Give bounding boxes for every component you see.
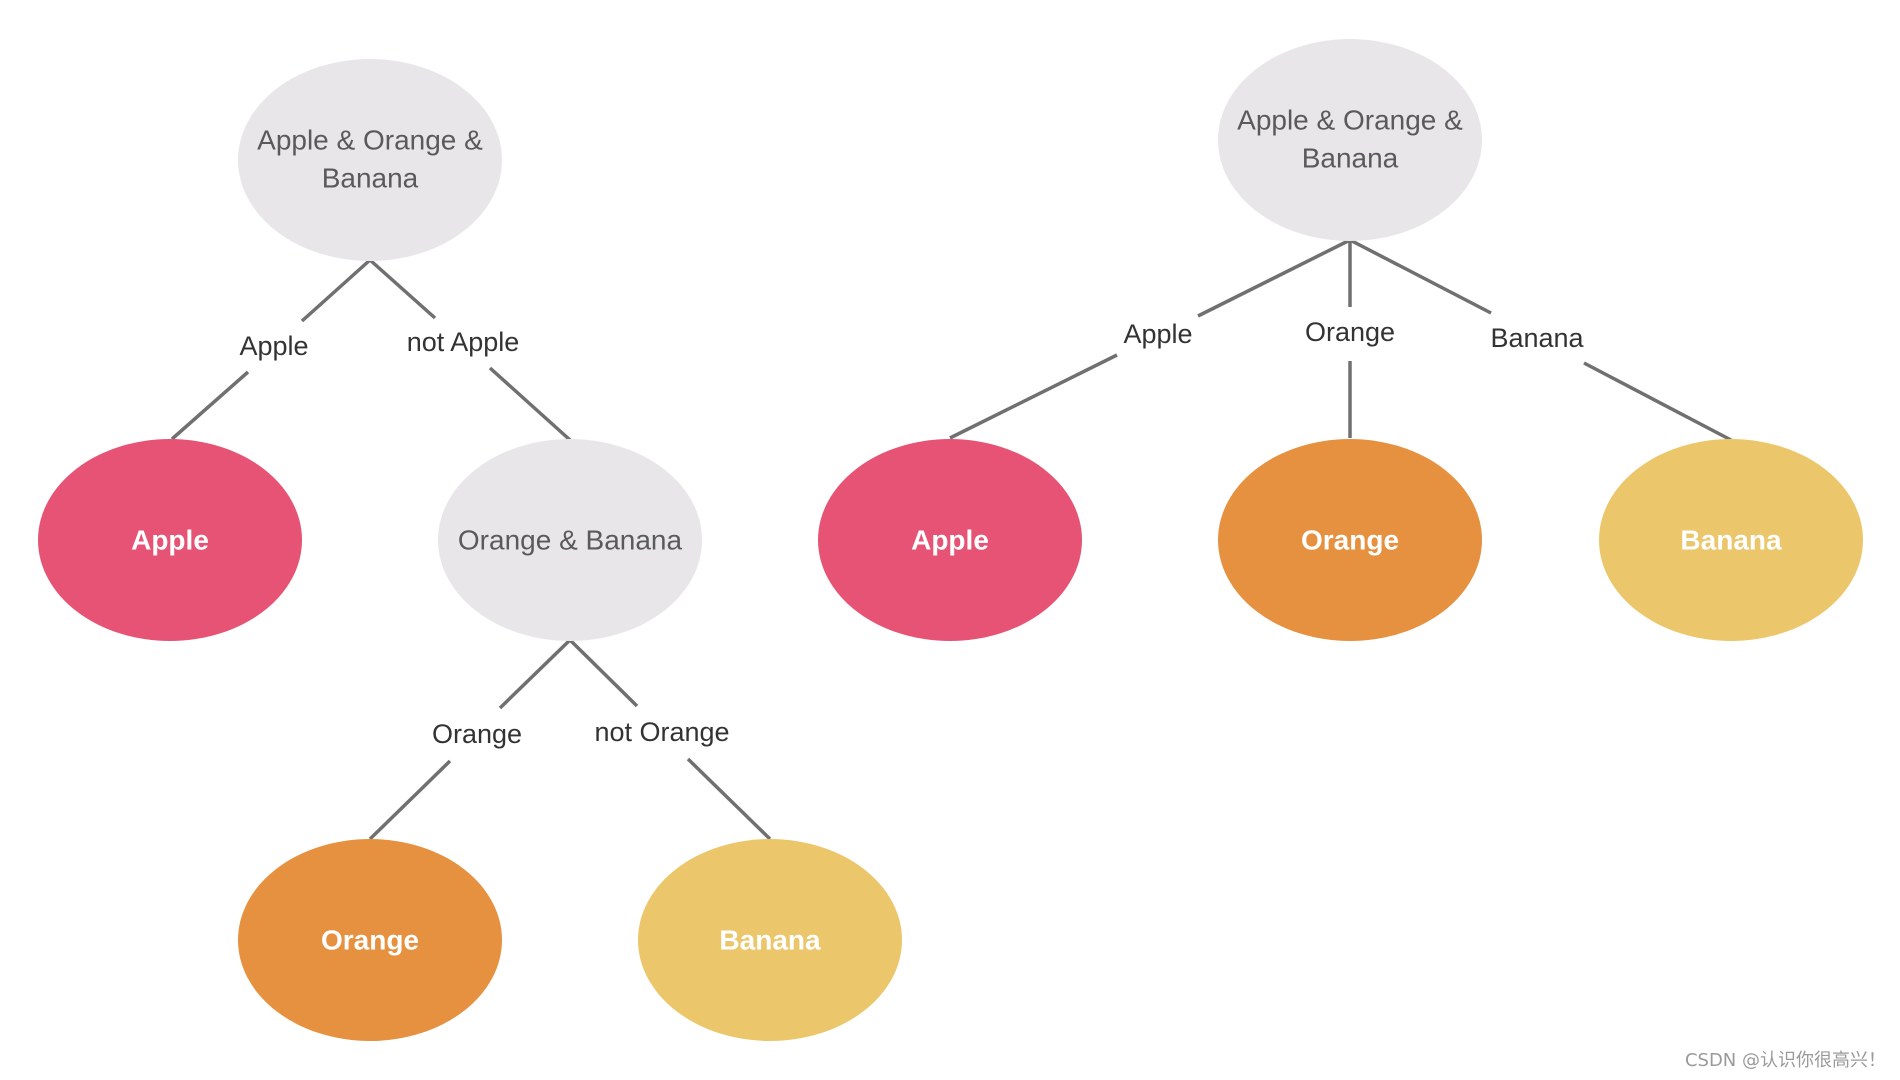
edge-labels: Apple not Apple Orange not Orange Apple … bbox=[239, 317, 1584, 749]
right-root-label-line1: Apple & Orange & bbox=[1237, 104, 1463, 135]
right-root-label-line2: Banana bbox=[1302, 142, 1399, 173]
left-edge-root-notapple-lower bbox=[488, 366, 572, 442]
left-root-label-line1: Apple & Orange & bbox=[257, 124, 483, 155]
left-edge-label-orange: Orange bbox=[432, 719, 522, 749]
left-leaf-banana-label: Banana bbox=[719, 924, 821, 955]
right-edge-root-apple-lower bbox=[949, 353, 1118, 440]
right-leaf-apple-label: Apple bbox=[911, 524, 989, 555]
left-edge-mid-notorange-lower bbox=[686, 757, 772, 841]
left-root-node bbox=[238, 59, 502, 261]
left-root-label-line2: Banana bbox=[322, 162, 419, 193]
left-mid-label: Orange & Banana bbox=[458, 524, 683, 555]
right-edge-label-orange: Orange bbox=[1305, 317, 1395, 347]
left-leaf-apple-label: Apple bbox=[131, 524, 209, 555]
right-edge-label-apple: Apple bbox=[1123, 319, 1192, 349]
left-edge-mid-orange-upper bbox=[498, 638, 572, 710]
right-tree-edges bbox=[949, 238, 1732, 442]
left-tree-nodes: Apple & Orange & Banana Apple Orange & B… bbox=[38, 59, 902, 1041]
watermark: CSDN @认识你很高兴！ bbox=[1684, 1050, 1886, 1071]
right-leaf-banana bbox=[1599, 439, 1863, 641]
left-edge-label-not-apple: not Apple bbox=[407, 327, 520, 357]
right-edge-root-banana-upper bbox=[1349, 238, 1492, 315]
left-leaf-orange bbox=[238, 839, 502, 1041]
left-edge-root-notapple-upper bbox=[368, 258, 437, 320]
right-leaf-orange-label: Orange bbox=[1301, 524, 1399, 555]
left-leaf-orange-label: Orange bbox=[321, 924, 419, 955]
right-leaf-apple bbox=[818, 439, 1082, 641]
right-leaf-banana-label: Banana bbox=[1680, 524, 1782, 555]
left-leaf-apple bbox=[38, 439, 302, 641]
right-edge-root-banana-lower bbox=[1583, 361, 1732, 442]
right-edge-root-apple-upper bbox=[1197, 238, 1351, 318]
left-edge-root-apple-lower bbox=[170, 370, 250, 441]
left-edge-mid-orange-lower bbox=[368, 759, 452, 841]
left-edge-label-apple: Apple bbox=[239, 331, 308, 361]
right-edge-label-banana: Banana bbox=[1490, 323, 1584, 353]
right-tree-nodes: Apple & Orange & Banana Apple Orange Ban… bbox=[818, 39, 1863, 641]
left-edge-mid-notorange-upper bbox=[568, 638, 639, 708]
left-tree-edges bbox=[170, 258, 772, 841]
left-edge-root-apple-upper bbox=[300, 258, 372, 323]
right-root-node bbox=[1218, 39, 1482, 241]
right-leaf-orange bbox=[1218, 439, 1482, 641]
left-edge-label-not-orange: not Orange bbox=[594, 717, 729, 747]
left-leaf-banana bbox=[638, 839, 902, 1041]
left-mid-node bbox=[438, 439, 702, 641]
